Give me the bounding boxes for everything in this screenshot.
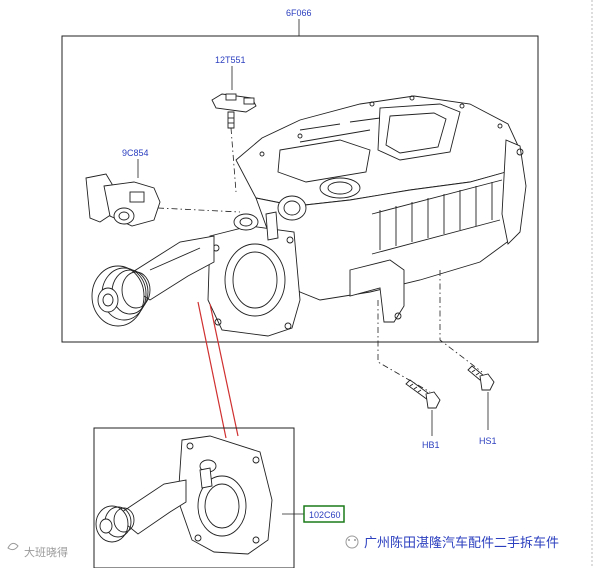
label-9c854[interactable]: 9C854: [122, 148, 149, 158]
label-12t551[interactable]: 12T551: [215, 55, 246, 65]
label-6f066[interactable]: 6F066: [286, 8, 312, 18]
supercharger-assembly: [91, 95, 527, 337]
dash-12t551: [230, 127, 237, 193]
watermark-text-left: 大班晓得: [24, 545, 68, 559]
map-sensor-12t551: [211, 93, 257, 129]
label-box-102c60: [303, 505, 345, 523]
label-102c60[interactable]: 102C60: [309, 510, 341, 520]
watermark-right: 广州陈田湛隆汽车配件二手拆车件: [345, 535, 559, 551]
label-hb1[interactable]: HB1: [422, 440, 440, 450]
detail-part-drawing: [95, 435, 273, 555]
wechat-icon: [345, 535, 359, 549]
callout-line-left: [197, 301, 227, 439]
watermark-text-right: 广州陈田湛隆汽车配件二手拆车件: [364, 535, 559, 551]
watermark-left: 大班晓得: [7, 542, 68, 559]
callout-line-right: [209, 303, 239, 437]
dash-9c854: [157, 207, 241, 213]
bolt-hb1: [405, 379, 441, 409]
detail-frame: [93, 427, 295, 568]
bolt-hs1: [467, 365, 495, 391]
main-assembly-frame: [61, 35, 539, 343]
weibo-icon: [7, 542, 19, 551]
label-hs1[interactable]: HS1: [479, 436, 497, 446]
sensor-9c854: [85, 173, 161, 227]
dash-hs1: [439, 270, 483, 373]
